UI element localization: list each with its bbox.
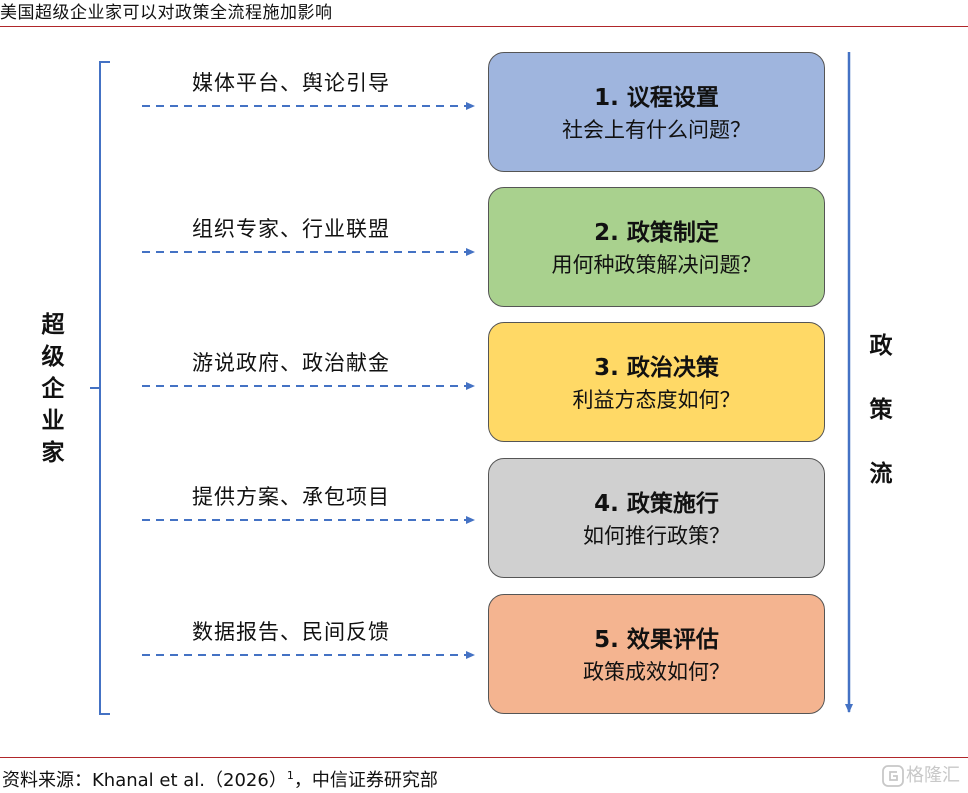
stage-title: 4. 政策施行 <box>594 491 719 517</box>
gelonghui-logo-icon <box>882 765 904 787</box>
source-text: 资料来源：Khanal et al.（2026） <box>2 770 287 791</box>
stage-title: 5. 效果评估 <box>594 627 719 653</box>
left-label-char: 超 <box>41 312 65 338</box>
left-bracket <box>90 61 110 715</box>
stage-question: 用何种政策解决问题？ <box>551 253 762 277</box>
influence-means-2: 组织专家、行业联盟 <box>192 217 390 241</box>
stage-box-policy-implementation: 4. 政策施行 如何推行政策？ <box>488 458 825 578</box>
left-label-char: 业 <box>41 408 65 434</box>
watermark-text: 格隆汇 <box>906 765 960 786</box>
policy-flow-label: 政 策 流 <box>866 314 896 506</box>
right-label-char: 策 <box>869 397 893 423</box>
stage-box-effect-evaluation: 5. 效果评估 政策成效如何？ <box>488 594 825 714</box>
stage-box-political-decision: 3. 政治决策 利益方态度如何？ <box>488 322 825 442</box>
stage-question: 政策成效如何？ <box>583 660 730 684</box>
influence-means-5: 数据报告、民间反馈 <box>192 620 390 644</box>
left-label-char: 家 <box>41 440 65 466</box>
left-label-char: 企 <box>41 376 65 402</box>
header-rule <box>0 26 968 27</box>
influence-means-1: 媒体平台、舆论引导 <box>192 71 390 95</box>
footnote-marker: 1 <box>286 769 294 782</box>
stage-title: 3. 政治决策 <box>594 355 719 381</box>
stage-title: 1. 议程设置 <box>594 85 719 111</box>
super-entrepreneur-label: 超 级 企 业 家 <box>38 309 68 469</box>
footer-rule <box>0 757 968 758</box>
stage-question: 社会上有什么问题？ <box>562 118 751 142</box>
influence-means-3: 游说政府、政治献金 <box>192 351 390 375</box>
stage-title: 2. 政策制定 <box>594 220 719 246</box>
right-label-char: 流 <box>869 461 893 487</box>
stage-box-agenda-setting: 1. 议程设置 社会上有什么问题？ <box>488 52 825 172</box>
left-label-char: 级 <box>41 344 65 370</box>
stage-question: 如何推行政策？ <box>583 524 730 548</box>
stage-question: 利益方态度如何？ <box>572 388 741 412</box>
source-tail: ，中信证券研究部 <box>293 770 438 791</box>
page-title: 美国超级企业家可以对政策全流程施加影响 <box>0 3 333 23</box>
right-label-char: 政 <box>869 333 893 359</box>
influence-means-4: 提供方案、承包项目 <box>192 485 390 509</box>
source-note: 资料来源：Khanal et al.（2026）1，中信证券研究部 <box>2 764 438 793</box>
stage-box-policy-formulation: 2. 政策制定 用何种政策解决问题？ <box>488 187 825 307</box>
